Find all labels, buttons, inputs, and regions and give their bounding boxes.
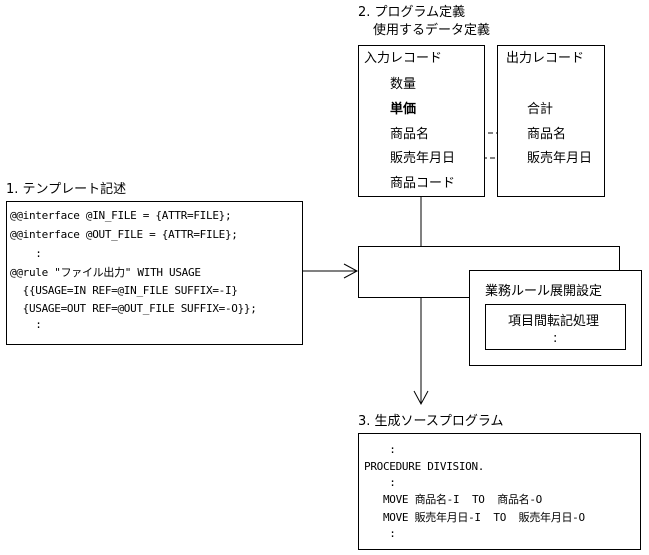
template-code-line: {USAGE=OUT REF=@OUT_FILE SUFFIX=-O}}; (10, 302, 257, 315)
output-record-label: 出力レコード (506, 51, 585, 66)
source-code-line: : (364, 527, 396, 540)
output-record-box: 出力レコード 合計 商品名 販売年月日 (497, 45, 605, 197)
section2-title: 2. プログラム定義 (358, 5, 466, 20)
input-record-box: 入力レコード 数量 単価 商品名 販売年月日 商品コード (358, 45, 485, 197)
input-field-quantity: 数量 (390, 77, 417, 92)
source-code-line: MOVE 販売年月日-I TO 販売年月日-O (364, 511, 585, 524)
section1-title: 1. テンプレート記述 (6, 182, 127, 197)
transfer-processing-box: 項目間転記処理 : (485, 304, 626, 350)
output-field-total: 合計 (527, 102, 554, 117)
input-field-product-name: 商品名 (390, 127, 430, 142)
input-field-unit-price: 単価 (390, 102, 417, 117)
transfer-processing-label: 項目間転記処理 (508, 314, 600, 329)
template-code-line: : (10, 318, 42, 331)
output-field-product-name: 商品名 (527, 127, 567, 142)
generated-source-box: : PROCEDURE DIVISION. : MOVE 商品名-I TO 商品… (358, 433, 641, 550)
rule-settings-box: 業務ルール展開設定 項目間転記処理 : (469, 270, 642, 366)
input-record-label: 入力レコード (364, 51, 443, 66)
input-field-sales-date: 販売年月日 (390, 151, 456, 166)
template-code-line: @@interface @OUT_FILE = {ATTR=FILE}; (10, 228, 238, 241)
template-code-line: : (10, 247, 42, 260)
template-code-line: @@interface @IN_FILE = {ATTR=FILE}; (10, 209, 232, 222)
rule-settings-title: 業務ルール展開設定 (485, 284, 603, 299)
source-code-line: MOVE 商品名-I TO 商品名-O (364, 493, 543, 506)
template-code-line: {{USAGE=IN REF=@IN_FILE SUFFIX=-I} (10, 284, 238, 297)
source-arrow-head (413, 390, 429, 406)
section3-title: 3. 生成ソースプログラム (358, 414, 504, 429)
source-code-line: PROCEDURE DIVISION. (364, 460, 485, 473)
transfer-processing-ellipsis: : (553, 331, 558, 346)
template-arrow-head (343, 263, 359, 279)
template-code-box: @@interface @IN_FILE = {ATTR=FILE}; @@in… (6, 201, 303, 345)
output-field-sales-date: 販売年月日 (527, 151, 593, 166)
source-code-line: : (364, 476, 396, 489)
template-code-line: @@rule "ファイル出力" WITH USAGE (10, 266, 201, 279)
input-field-product-code: 商品コード (390, 176, 456, 191)
source-code-line: : (364, 443, 396, 456)
section2-subtitle: 使用するデータ定義 (373, 23, 491, 38)
